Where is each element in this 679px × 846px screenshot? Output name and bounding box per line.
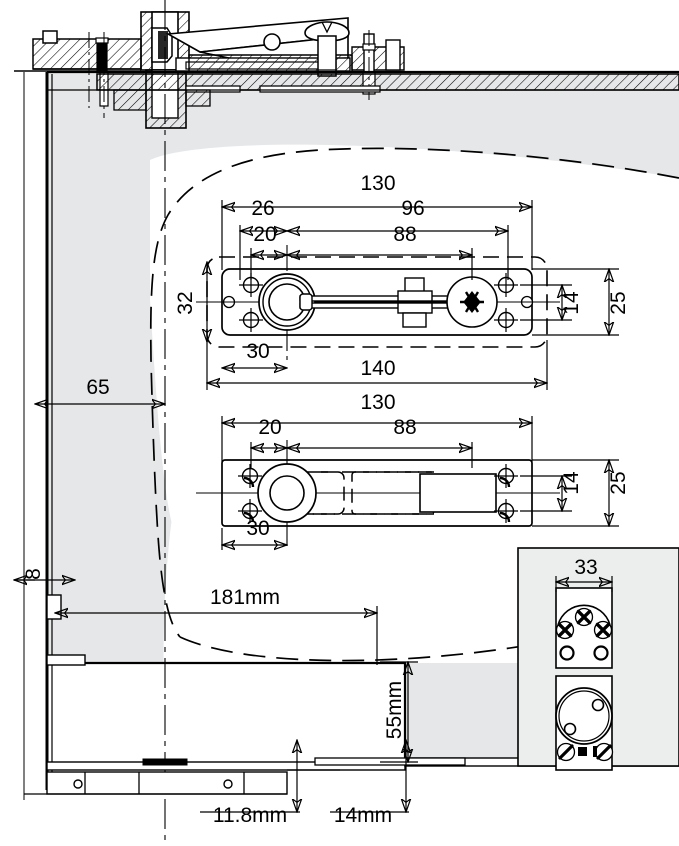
lower-detail-plate <box>196 440 560 548</box>
dimension-label-dim-65: 65 <box>86 376 109 399</box>
inset-lower-body <box>555 675 615 771</box>
dimension-label-dim-118: 11.8mm <box>213 804 287 827</box>
dimension-label-dim-20-top: 20 <box>253 223 276 246</box>
inset-detail-box <box>517 547 679 771</box>
dimension-label-dim-96: 96 <box>401 197 424 220</box>
upper-detail-plate <box>196 245 560 360</box>
pivot-circle <box>258 273 316 331</box>
dimension-label-dim-25-bot: 25 <box>607 471 630 494</box>
dimension-label-dim-140: 140 <box>360 357 395 380</box>
door-leaf-top-hatch <box>47 70 679 93</box>
dimension-label-dim-181: 181mm <box>210 586 280 609</box>
adjustment-nut <box>397 277 433 328</box>
lower-plate-screws <box>237 463 519 524</box>
dimension-label-dim-20-bot: 20 <box>258 416 281 439</box>
dimension-label-dim-33: 33 <box>574 556 597 579</box>
dimension-field-background <box>150 144 679 560</box>
dimension-label-dim-30-bot: 30 <box>246 517 269 540</box>
dimension-label-dim-14mm: 14mm <box>334 804 392 827</box>
dimension-lines <box>14 200 619 812</box>
dimension-label-dim-30-top: 30 <box>246 340 269 363</box>
dimension-label-dim-88-bot: 88 <box>393 416 416 439</box>
dimension-label-dim-14-bot: 14 <box>560 471 583 495</box>
inset-upper-cap <box>554 587 614 669</box>
plate-screw-holes-left <box>215 272 264 333</box>
dimension-label-dim-32: 32 <box>174 291 197 314</box>
frame-slab-left <box>14 30 142 72</box>
dimension-label-dim-8: 8 <box>22 568 45 580</box>
pivot-boss-lower <box>113 89 211 111</box>
dimension-label-dim-25-top: 25 <box>607 291 630 314</box>
dimension-label-dim-26: 26 <box>251 197 274 220</box>
lower-pivot-hole <box>257 463 317 523</box>
pan-head-screw <box>304 21 350 77</box>
dimension-label-dim-14-top: 14 <box>560 291 583 315</box>
dimension-label-dim-88-top: 88 <box>393 223 416 246</box>
dimension-text-layer: 130 26 96 20 88 32 14 25 30 140 130 20 88 14 25 30 65 8 18… <box>22 172 630 827</box>
plate-screw-holes-right <box>493 272 540 333</box>
dimension-label-dim-55: 55mm <box>383 681 406 739</box>
dimension-label-dim-130-top: 130 <box>360 172 395 195</box>
threshold-box <box>24 769 340 795</box>
cross-head-screw-detail <box>446 276 498 328</box>
dimension-label-dim-130-bot: 130 <box>360 391 395 414</box>
